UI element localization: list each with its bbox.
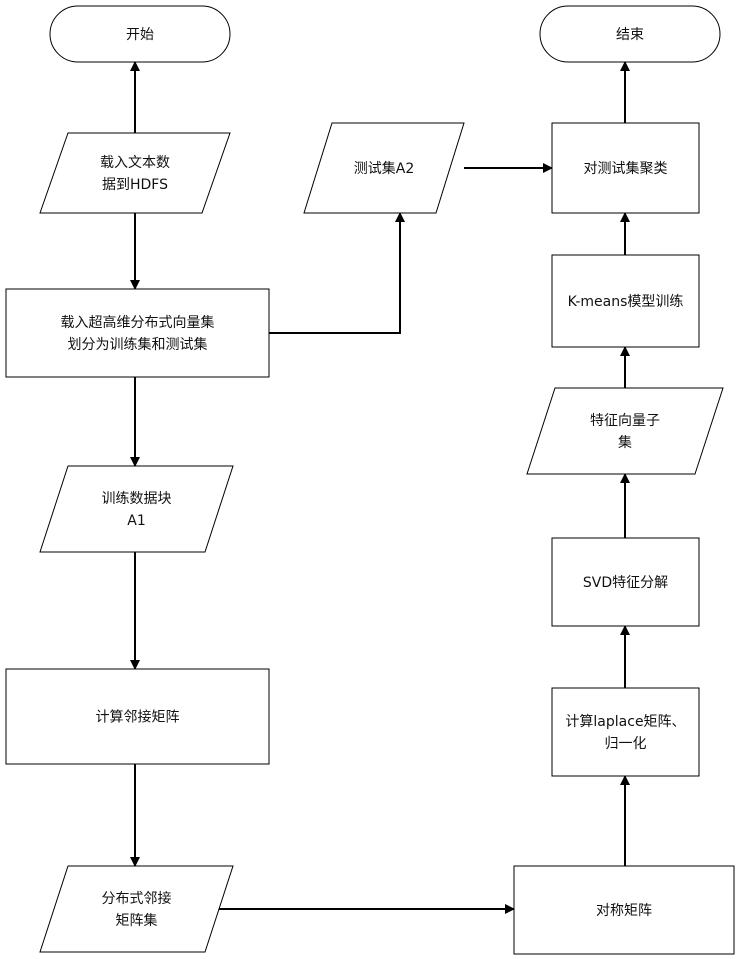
- node-test: 测试集A2: [304, 123, 464, 213]
- node-adj: 计算邻接矩阵: [6, 669, 269, 764]
- node-label: 划分为训练集和测试集: [68, 336, 208, 353]
- node-end: 结束: [540, 6, 720, 62]
- node-svd: SVD特征分解: [552, 538, 699, 626]
- node-label: 训练数据块: [102, 491, 172, 507]
- node-sym: 对称矩阵: [514, 866, 734, 954]
- node-label: 载入文本数: [100, 155, 170, 171]
- node-label: 据到HDFS: [102, 177, 168, 193]
- node-label: SVD特征分解: [583, 575, 668, 591]
- node-lap: 计算laplace矩阵、归一化: [552, 688, 699, 776]
- node-label: 特征向量子: [590, 413, 660, 429]
- node-label: 开始: [126, 27, 154, 43]
- node-train: 训练数据块 A1: [40, 466, 233, 552]
- node-label: 矩阵集: [116, 912, 158, 929]
- process-shape: [6, 289, 269, 377]
- node-label: 计算邻接矩阵: [96, 709, 180, 726]
- node-label: 对测试集聚类: [584, 160, 668, 177]
- node-cluster: 对测试集聚类: [552, 123, 699, 213]
- node-label: 对称矩阵: [596, 903, 652, 919]
- node-start: 开始: [50, 6, 230, 62]
- node-label: K-means模型训练: [568, 294, 684, 310]
- arrow-split-to-test: [269, 213, 400, 333]
- process-shape: [552, 688, 699, 776]
- node-dist: 分布式邻接矩阵集: [40, 866, 233, 952]
- data-shape: [527, 388, 723, 474]
- node-kmeans: K-means模型训练: [552, 255, 699, 347]
- node-label: A1: [127, 513, 145, 529]
- node-split: 载入超高维分布式向量集划分为训练集和测试集: [6, 289, 269, 377]
- node-label: 计算laplace矩阵、: [565, 714, 685, 730]
- node-label: 测试集A2: [354, 160, 414, 177]
- data-shape: [40, 133, 230, 213]
- node-label: 集: [618, 434, 632, 451]
- data-shape: [40, 466, 233, 552]
- node-label: 载入超高维分布式向量集: [61, 314, 215, 331]
- node-label: 归一化: [605, 735, 647, 752]
- node-label: 结束: [616, 27, 644, 43]
- node-load: 载入文本数据到HDFS: [40, 133, 230, 213]
- node-label: 分布式邻接: [102, 890, 172, 907]
- node-feat: 特征向量子集: [527, 388, 723, 474]
- data-shape: [40, 866, 233, 952]
